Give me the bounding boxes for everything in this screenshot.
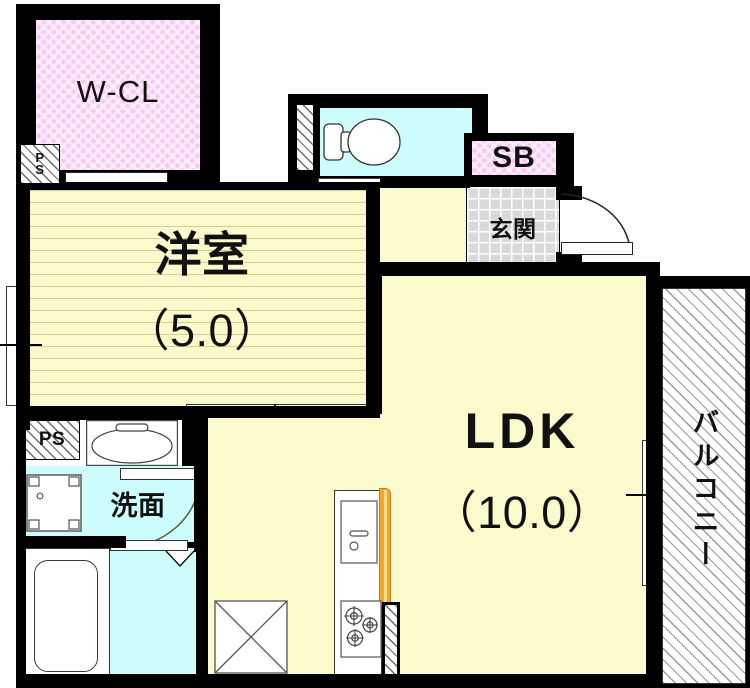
wall-washroom-left — [16, 412, 26, 688]
wall-left-exterior — [16, 182, 30, 430]
room-genkan — [466, 186, 560, 268]
room-bedroom — [28, 190, 376, 408]
kitchen-sink-icon — [340, 500, 378, 564]
wall-bedroom-right — [366, 182, 380, 416]
kitchen-wall-stub — [382, 602, 400, 688]
pipe-shaft-upper-label-redraw: P S — [20, 144, 60, 184]
shoe-box — [472, 141, 556, 175]
ldk-name-label: LDK — [464, 403, 580, 459]
genkan-label: 玄関 — [489, 216, 537, 242]
hallway — [380, 186, 466, 270]
gas-stove-icon — [340, 600, 382, 658]
washing-machine-pan-icon — [26, 474, 82, 532]
bath-door-direction-marker — [165, 550, 195, 568]
vanity-sink-icon — [86, 420, 178, 466]
ps-upper-redraw-line2: S — [35, 162, 45, 177]
wall-bottom-exterior — [16, 674, 660, 688]
bathtub — [34, 560, 98, 672]
entrance-door-swing-arc — [560, 193, 631, 251]
toilet-shaft — [296, 104, 314, 180]
wall-washroom-divider — [16, 536, 126, 548]
balcony-label: バルコニー — [688, 407, 719, 573]
ldk-area-label: （10.0） — [431, 486, 613, 538]
room-ldk — [382, 276, 646, 688]
kitchen-counter-edge-highlight — [384, 490, 387, 604]
bedroom-name-label: 洋室 — [154, 227, 250, 281]
sb-label: SB — [492, 141, 536, 174]
senmen-label: 洗面 — [110, 490, 166, 521]
wall-washroom-right — [194, 460, 208, 552]
room-wcl — [36, 20, 200, 170]
wall-ldk-right — [646, 262, 660, 688]
entrance-wall-above — [556, 186, 582, 200]
pipe-shaft-lower — [24, 420, 80, 460]
bedroom-area-label: （5.0） — [124, 304, 280, 356]
wall-hall-top — [380, 178, 470, 188]
pipe-shaft-lower-label: PS — [38, 429, 66, 450]
wall-wcl-bottom-right — [200, 160, 220, 186]
pipe-shaft-upper-redraw — [20, 144, 60, 184]
room-balcony — [662, 288, 746, 684]
wall-washroom-top — [16, 406, 380, 418]
appliance-space-icon — [214, 600, 288, 674]
wcl-label: W-CL — [76, 74, 160, 109]
entrance-door-panel[interactable] — [561, 242, 633, 255]
wall-ldk-top — [540, 262, 660, 276]
wall-toilet-bottom — [288, 170, 318, 186]
wall-genkan-bottom — [466, 262, 560, 274]
ps-upper-redraw-line1: P — [35, 149, 45, 165]
toilet-bowl-icon — [323, 118, 401, 166]
